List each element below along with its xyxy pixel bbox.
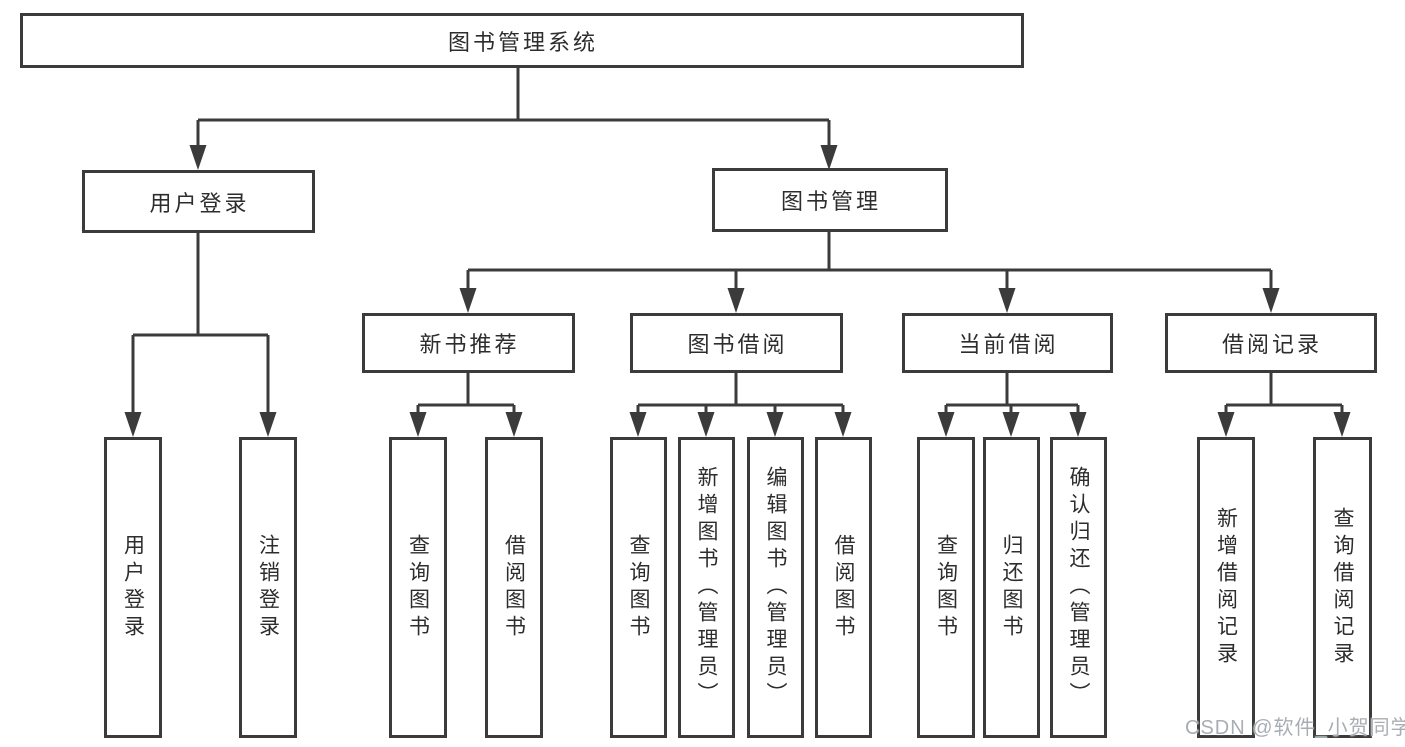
node-new-book-recommend: 新书推荐 <box>362 313 575 373</box>
leaf-return-books: 归还图书 <box>983 437 1040 738</box>
leaf-edit-books-admin: 编辑图书（管理员） <box>747 437 804 738</box>
leaf-label: 编辑图书（管理员） <box>764 466 787 709</box>
leaf-confirm-return-admin: 确认归还（管理员） <box>1050 437 1107 738</box>
node-book-management: 图书管理 <box>712 168 948 232</box>
node-label: 当前借阅 <box>958 332 1059 357</box>
leaf-logout: 注销登录 <box>239 437 297 738</box>
leaf-label: 确认归还（管理员） <box>1067 466 1090 709</box>
node-borrow-records: 借阅记录 <box>1165 313 1377 373</box>
leaf-query-books-recommend: 查询图书 <box>389 437 447 738</box>
leaf-label: 用户登录 <box>121 533 145 642</box>
leaf-borrow-books-recommend: 借阅图书 <box>485 437 543 738</box>
node-label: 用户登录 <box>149 190 250 216</box>
node-label: 图书借阅 <box>687 332 788 357</box>
leaf-label: 归还图书 <box>1000 533 1023 642</box>
node-label: 图书管理 <box>780 189 881 214</box>
leaf-query-books-current: 查询图书 <box>917 437 975 738</box>
node-current-borrow: 当前借阅 <box>902 313 1113 373</box>
node-book-borrow: 图书借阅 <box>630 313 843 373</box>
leaf-query-books-borrow: 查询图书 <box>610 437 667 738</box>
csdn-watermark: CSDN @软件_小贺同学 <box>1185 717 1405 739</box>
leaf-label: 借阅图书 <box>832 533 855 642</box>
node-user-login: 用户登录 <box>82 170 315 233</box>
leaf-label: 查询图书 <box>627 533 650 642</box>
leaf-query-borrow-record: 查询借阅记录 <box>1313 437 1372 738</box>
leaf-borrow-books: 借阅图书 <box>815 437 872 738</box>
leaf-add-books-admin: 新增图书（管理员） <box>678 437 735 738</box>
leaf-label: 查询图书 <box>406 533 430 642</box>
leaf-add-borrow-record: 新增借阅记录 <box>1197 437 1255 738</box>
leaf-user-login: 用户登录 <box>104 437 162 738</box>
node-label: 借阅记录 <box>1221 332 1322 357</box>
node-label: 图书管理系统 <box>447 29 598 55</box>
leaf-label: 注销登录 <box>256 533 280 642</box>
node-library-management-system: 图书管理系统 <box>20 13 1024 68</box>
leaf-label: 新增借阅记录 <box>1214 506 1238 669</box>
node-label: 新书推荐 <box>419 332 520 357</box>
leaf-label: 查询借阅记录 <box>1331 506 1354 669</box>
leaf-label: 查询图书 <box>934 533 958 642</box>
leaf-label: 借阅图书 <box>502 533 526 642</box>
leaf-label: 新增图书（管理员） <box>695 466 718 709</box>
